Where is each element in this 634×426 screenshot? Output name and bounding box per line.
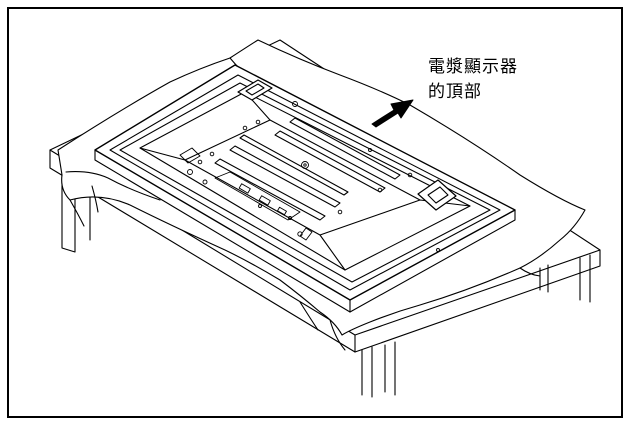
display-panel bbox=[94, 64, 516, 313]
callout-label: 電漿顯示器 的頂部 bbox=[428, 55, 518, 105]
callout-line-1: 電漿顯示器 bbox=[428, 57, 518, 77]
screw-holes bbox=[187, 101, 440, 252]
connector-panel bbox=[179, 147, 313, 241]
handle-top bbox=[237, 79, 273, 101]
callout-line-2: 的頂部 bbox=[428, 82, 482, 102]
carrying-handles bbox=[237, 79, 457, 211]
panel-back bbox=[109, 74, 501, 291]
arrow-up-right-icon bbox=[371, 99, 414, 128]
handle-right bbox=[417, 179, 457, 211]
table-leg-right bbox=[539, 264, 549, 293]
table-leg-front bbox=[361, 341, 396, 398]
vent-slots bbox=[214, 117, 401, 221]
